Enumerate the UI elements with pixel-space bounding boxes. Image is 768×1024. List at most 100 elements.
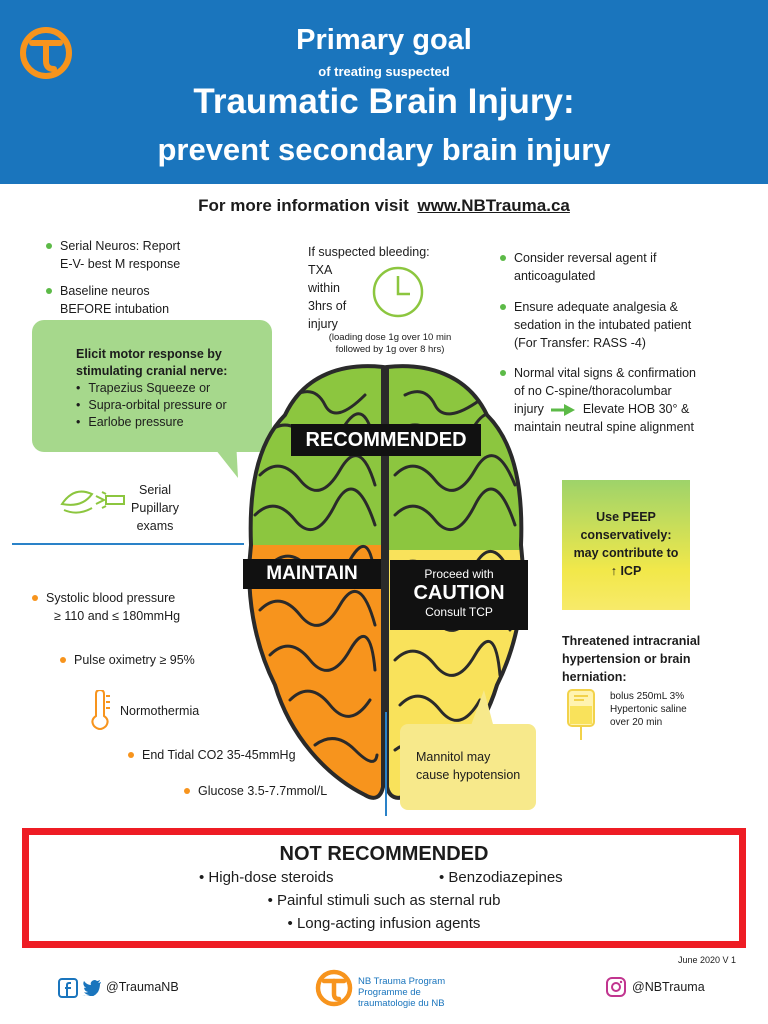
caution-label: Proceed with CAUTION Consult TCP xyxy=(390,560,528,630)
not-recommended-item: • Benzodiazepines xyxy=(439,869,563,886)
not-recommended-row: • High-dose steroids • Benzodiazepines xyxy=(29,866,739,889)
header-primary-goal: Primary goal xyxy=(296,24,472,56)
more-info-text: For more information visit xyxy=(198,196,409,215)
trauma-program-logo-icon xyxy=(20,27,72,79)
mannitol-line: cause hypotension xyxy=(416,768,521,782)
analgesia-text-3: (For Transfer: RASS -4) xyxy=(514,336,646,350)
baseline-neuros-text-2: BEFORE intubation xyxy=(60,302,170,316)
bolus-text: bolus 250mL 3% Hypertonic saline over 20… xyxy=(610,690,687,729)
mannitol-line: Mannitol may xyxy=(416,750,491,764)
spo2-text: Pulse oximetry ≥ 95% xyxy=(74,653,195,667)
bolus-line: bolus 250mL 3% xyxy=(610,691,685,702)
more-info-line: For more information visit www.NBTrauma.… xyxy=(0,196,768,216)
txa-line: within xyxy=(308,281,340,295)
benzos-text: Benzodiazepines xyxy=(448,869,563,886)
twitter-icon[interactable] xyxy=(82,980,102,996)
orange-bullet-icon xyxy=(128,751,134,758)
motor-response-bubble: Elicit motor response by stimulating cra… xyxy=(32,320,272,452)
txa-block: If suspected bleeding: TXA within 3hrs o… xyxy=(308,243,430,333)
mannitol-tail-shape xyxy=(470,690,494,728)
pupillary-text: Serial Pupillary exams xyxy=(120,481,190,535)
header-of-treating: of treating suspected xyxy=(318,64,450,79)
green-bullet-icon xyxy=(500,369,506,376)
website-link[interactable]: www.NBTrauma.ca xyxy=(417,196,570,215)
reversal-agent-item: Consider reversal agent if anticoagulate… xyxy=(500,249,656,285)
serial-neuros-text: Serial Neuros: Report xyxy=(60,239,181,253)
orange-bullet-icon xyxy=(32,594,38,601)
bolus-line: over 20 min xyxy=(610,717,663,728)
reversal-text-2: anticoagulated xyxy=(514,269,596,283)
program-name-line: Programme de xyxy=(358,987,421,998)
caution-proceed: Proceed with xyxy=(424,567,494,581)
instagram-icon[interactable] xyxy=(606,977,626,997)
vitals-text-3: injury Elevate HOB 30° & xyxy=(500,400,696,418)
analgesia-text: Ensure adequate analgesia & xyxy=(514,300,679,314)
right-arrow-icon xyxy=(551,403,576,416)
txa-dose-line: (loading dose 1g over 10 min xyxy=(328,332,452,343)
steroids-text: High-dose steroids xyxy=(208,869,334,886)
txa-line: TXA xyxy=(308,263,333,277)
program-name: NB Trauma Program Programme de traumatol… xyxy=(358,976,445,1009)
txa-dose: (loading dose 1g over 10 min followed by… xyxy=(310,332,470,356)
vital-signs-item: Normal vital signs & confirmation of no … xyxy=(500,364,696,436)
serial-neuros-text-2: E-V- best M response xyxy=(60,257,181,271)
thermometer-icon xyxy=(91,690,110,730)
sbp-text: Systolic blood pressure xyxy=(46,591,176,605)
not-recommended-title: NOT RECOMMENDED xyxy=(279,843,489,865)
green-bullet-icon xyxy=(500,303,506,310)
bubble-list-item: Trapezius Squeeze or xyxy=(76,380,272,397)
spo2-item: Pulse oximetry ≥ 95% xyxy=(60,651,195,669)
txa-line: If suspected bleeding: xyxy=(308,245,430,259)
normothermia-text: Normothermia xyxy=(120,704,200,718)
baseline-neuros-item: Baseline neuros BEFORE intubation xyxy=(46,282,169,318)
txa-line: injury xyxy=(308,317,338,331)
bubble-list-item: Earlobe pressure xyxy=(76,414,272,431)
version-label: June 2020 V 1 xyxy=(678,955,737,965)
bolus-line: Hypertonic saline xyxy=(610,704,687,715)
recommended-label: RECOMMENDED xyxy=(291,424,481,456)
facebook-icon[interactable] xyxy=(58,978,78,998)
peep-line: ↑ ICP xyxy=(610,564,642,578)
glucose-text: Glucose 3.5-7.7mmol/L xyxy=(198,784,328,798)
divider-line xyxy=(12,543,244,545)
not-recommended-box: NOT RECOMMENDED • High-dose steroids • B… xyxy=(22,828,746,948)
peep-line: Use PEEP xyxy=(596,510,656,524)
iv-bag-icon xyxy=(567,689,595,740)
pupillary-line: Pupillary xyxy=(131,501,179,515)
vitals-text-3a: injury xyxy=(514,402,544,416)
not-recommended-item: • Painful stimuli such as sternal rub xyxy=(267,892,501,909)
header-tbi-title: Traumatic Brain Injury: xyxy=(193,82,575,121)
peep-line: conservatively: xyxy=(580,528,672,542)
infusion-text: Long-acting infusion agents xyxy=(296,915,481,932)
peep-box: Use PEEP conservatively: may contribute … xyxy=(562,480,690,610)
txa-dose-line: followed by 1g over 8 hrs) xyxy=(335,344,445,355)
bubble-heading-1: Elicit motor response by xyxy=(76,347,222,361)
txa-line: 3hrs of xyxy=(308,299,347,313)
header-prevent-subtitle: prevent secondary brain injury xyxy=(157,132,611,167)
not-recommended-item: • Long-acting infusion agents xyxy=(287,915,481,932)
sbp-range: ≥ 110 and ≤ 180mmHg xyxy=(54,609,181,623)
serial-neuros-item: Serial Neuros: Report E-V- best M respon… xyxy=(46,237,180,273)
orange-bullet-icon xyxy=(184,787,190,794)
program-name-line: traumatologie du NB xyxy=(358,998,445,1009)
painful-text: Painful stimuli such as sternal rub xyxy=(276,892,501,909)
bubble-list: Trapezius Squeeze or Supra-orbital press… xyxy=(76,380,272,431)
green-bullet-icon xyxy=(500,254,506,261)
etco2-item: End Tidal CO2 35-45mmHg xyxy=(128,746,296,764)
green-bullet-icon xyxy=(46,287,52,294)
eye-flashlight-icon xyxy=(60,490,125,514)
baseline-neuros-text: Baseline neuros xyxy=(60,284,150,298)
threatened-text: Threatened intracranial hypertension or … xyxy=(562,632,700,686)
divider-line xyxy=(385,712,387,816)
threatened-line: Threatened intracranial xyxy=(562,634,701,648)
twitter-handle[interactable]: @TraumaNB xyxy=(106,980,179,994)
vitals-text-4: maintain neutral spine alignment xyxy=(514,420,694,434)
analgesia-item: Ensure adequate analgesia & sedation in … xyxy=(500,298,691,352)
sbp-item: Systolic blood pressure ≥ 110 and ≤ 180m… xyxy=(32,589,180,625)
caution-consult: Consult TCP xyxy=(425,605,493,619)
bubble-heading-2: stimulating cranial nerve: xyxy=(76,364,228,378)
reversal-text: Consider reversal agent if xyxy=(514,251,657,265)
vitals-text-2: of no C-spine/thoracolumbar xyxy=(514,384,672,398)
orange-bullet-icon xyxy=(60,656,66,663)
instagram-handle[interactable]: @NBTrauma xyxy=(632,980,705,994)
